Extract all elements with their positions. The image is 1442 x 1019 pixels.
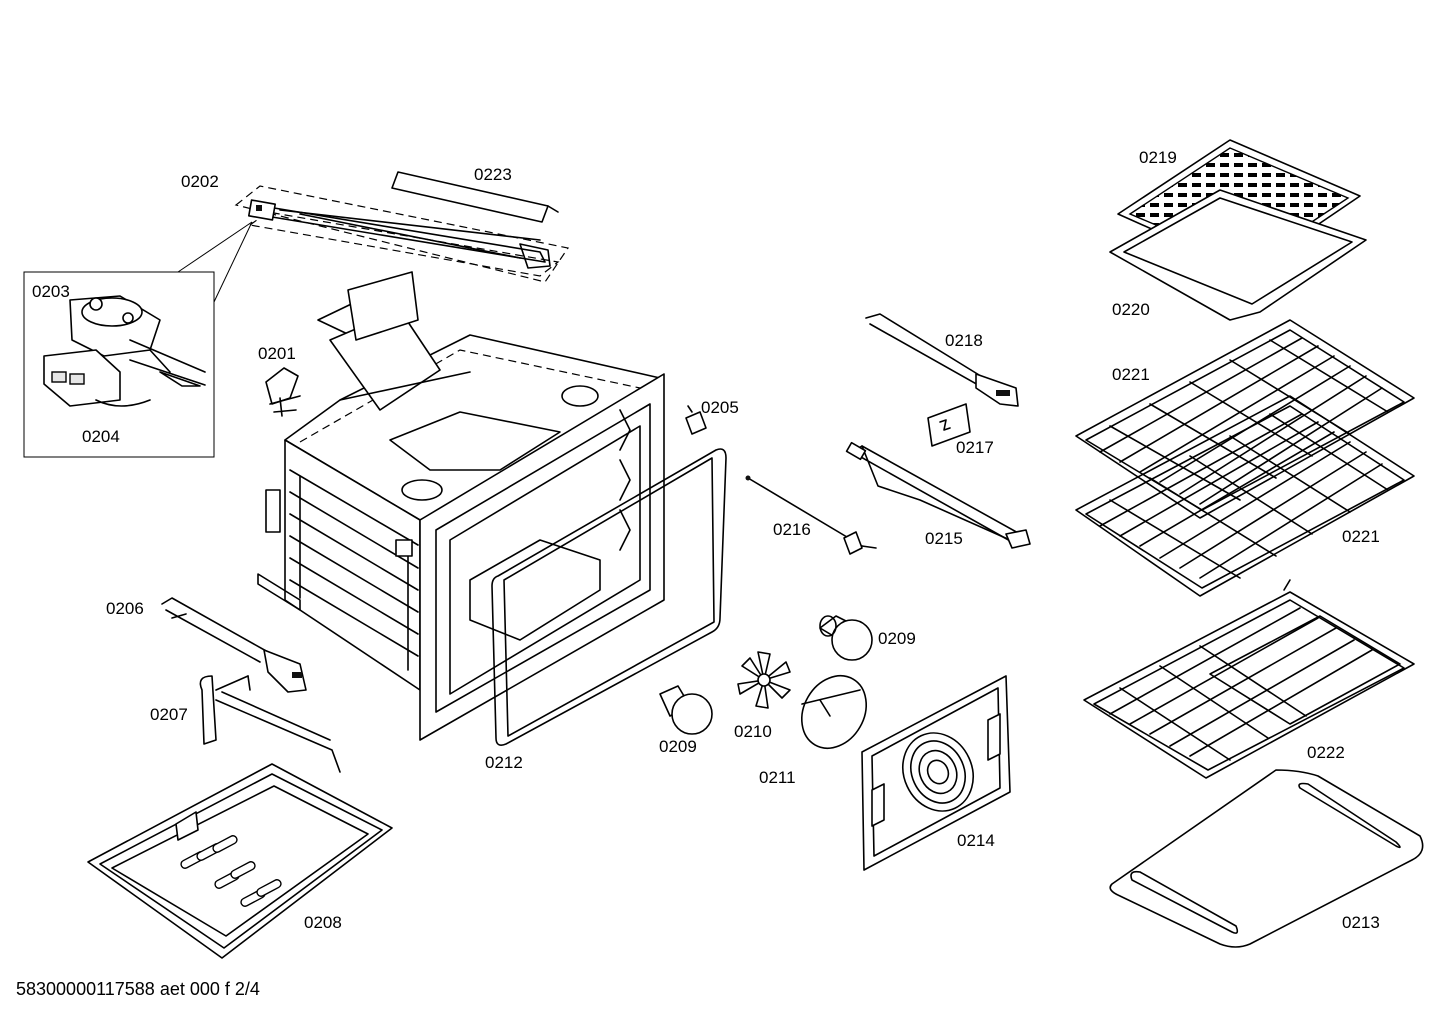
label-0215: 0215: [925, 529, 963, 548]
part-0201-clip: [265, 367, 301, 417]
label-0209-lower: 0209: [659, 737, 697, 756]
label-0209-upper: 0209: [878, 629, 916, 648]
label-0216: 0216: [773, 520, 811, 539]
part-0214-rear-panel: [861, 675, 1011, 871]
label-0202: 0202: [181, 172, 219, 191]
label-0212: 0212: [485, 753, 523, 772]
label-0205: 0205: [701, 398, 739, 417]
label-0204: 0204: [82, 427, 120, 446]
part-0213-flat-tray: [1109, 769, 1424, 948]
part-0221-rack-lower: [1075, 395, 1415, 597]
label-0222: 0222: [1307, 743, 1345, 762]
label-0214: 0214: [957, 831, 995, 850]
part-0208-broil-pan: [87, 763, 393, 959]
label-0207: 0207: [150, 705, 188, 724]
label-0208: 0208: [304, 913, 342, 932]
part-0211-ring-element: [801, 675, 867, 749]
part-0217-plate: [927, 403, 971, 447]
label-0206: 0206: [106, 599, 144, 618]
label-0221-upper: 0221: [1112, 365, 1150, 384]
label-0218: 0218: [945, 331, 983, 350]
part-0218-harness: [865, 313, 1019, 407]
document-code: 58300000117588 aet 000 f 2/4: [16, 979, 260, 999]
part-0220-tray: [1109, 189, 1367, 321]
part-0215-element: [845, 441, 1031, 549]
label-0203: 0203: [32, 282, 70, 301]
part-0222-split-rack: [1083, 579, 1415, 779]
part-0205-sensor: [685, 405, 707, 435]
label-0210: 0210: [734, 722, 772, 741]
label-0201: 0201: [258, 344, 296, 363]
label-0223: 0223: [474, 165, 512, 184]
part-0209-lamp-lower: [659, 685, 713, 735]
part-0210-fan-blade: [737, 651, 791, 709]
part-0212-door-gasket: [491, 448, 727, 746]
oven-cavity: [257, 271, 665, 741]
part-0209-lamp-upper: [819, 615, 873, 661]
label-0220: 0220: [1112, 300, 1150, 319]
label-0213: 0213: [1342, 913, 1380, 932]
part-0216-probe: [745, 475, 877, 555]
detail-inset-box: [23, 221, 253, 458]
part-0221-rack-upper: [1075, 319, 1415, 519]
part-0206-harness: [161, 597, 307, 693]
top-element-assembly: [234, 171, 570, 283]
label-0217: 0217: [956, 438, 994, 457]
label-0221-lower: 0221: [1342, 527, 1380, 546]
label-0219: 0219: [1139, 148, 1177, 167]
part-labels: 0202 0223 0203 0204 0201 0205 0206 0207 …: [32, 148, 1380, 932]
label-0211: 0211: [759, 768, 796, 787]
part-0207-bracket: [199, 675, 341, 773]
